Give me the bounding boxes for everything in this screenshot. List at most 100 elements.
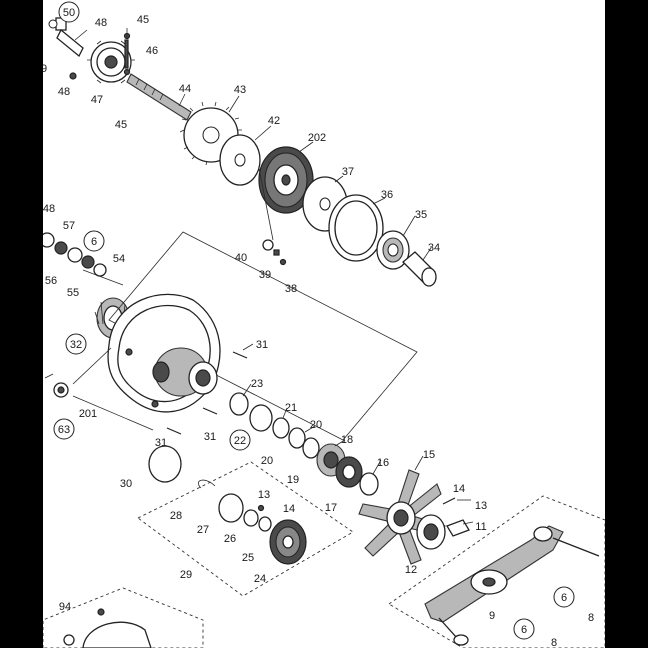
part-13-pin [257, 504, 265, 512]
part-label: 6 [521, 624, 527, 636]
part-21-washer [272, 417, 290, 439]
part-label: 14 [453, 483, 465, 495]
part-14-screw [442, 497, 456, 505]
part-39-screw [273, 249, 280, 256]
part-57-washer [54, 241, 68, 255]
part-label: 6 [561, 592, 567, 604]
part-label: 9 [489, 610, 495, 622]
part-label: 25 [242, 552, 254, 564]
part-label: 201 [79, 408, 97, 420]
part-label: 45 [115, 119, 127, 131]
part-label: 39 [259, 269, 271, 281]
part-label: 27 [197, 524, 209, 536]
callout-circle [65, 333, 87, 355]
part-label: 40 [235, 252, 247, 264]
part-label: 13 [475, 500, 487, 512]
callout-circles [53, 1, 575, 640]
part-label: 48 [43, 203, 55, 215]
side-plate-group [107, 293, 248, 435]
callout-circle [53, 418, 75, 440]
part-label: 44 [179, 83, 191, 95]
part-label: 50 [63, 7, 75, 19]
part-label: 19 [287, 474, 299, 486]
callout-circle [553, 586, 575, 608]
part-label: 6 [91, 236, 97, 248]
part-48-screw [69, 72, 77, 80]
part-38-pin [279, 258, 287, 266]
part-label: 15 [423, 449, 435, 461]
part-16-washer [359, 472, 379, 496]
part-27-ring [218, 493, 244, 523]
left-small-parts [43, 232, 130, 339]
part-lever [56, 28, 84, 58]
part-23-washer [229, 392, 249, 416]
part-label: 23 [251, 378, 263, 390]
part-label: 32 [70, 339, 82, 351]
part-44-shaft [126, 73, 192, 121]
part-label: 14 [283, 503, 295, 515]
part-20-washer [288, 427, 306, 449]
star-drag-group [358, 469, 470, 565]
part-label: 8 [588, 612, 594, 624]
part-label: 11 [475, 521, 486, 533]
callout-circle [229, 429, 251, 451]
part-label: 63 [58, 424, 70, 436]
part-label: 17 [325, 502, 337, 514]
part-31-screw [232, 351, 248, 359]
part-label: 22 [234, 435, 246, 447]
diagram-canvas: 50 48 45 46 9 48 47 45 44 43 42 202 37 3… [43, 1, 605, 648]
part-label: 42 [268, 115, 280, 127]
part-22-seal [249, 404, 273, 432]
part-label: 46 [146, 45, 158, 57]
handle-dashed-box [388, 495, 605, 648]
part-94-screw [97, 608, 105, 616]
part-label: 29 [180, 569, 192, 581]
dashed-group-parts [148, 445, 307, 565]
part-label: 37 [342, 166, 354, 178]
part-labels: 50 48 45 46 9 48 47 45 44 43 42 202 37 3… [43, 7, 594, 648]
part-label: 43 [234, 84, 246, 96]
part-label: 57 [63, 220, 75, 232]
part-40-clip [262, 239, 274, 251]
leader-lines [74, 28, 474, 525]
part-label: 31 [204, 431, 216, 443]
part-label: 48 [58, 86, 70, 98]
part-label: 24 [254, 573, 266, 585]
part-label: 35 [415, 209, 427, 221]
part-label: 56 [45, 275, 57, 287]
part-label: 31 [155, 437, 167, 449]
part-label: 13 [258, 489, 270, 501]
part-label: 47 [91, 94, 103, 106]
part-28-spring [198, 479, 216, 489]
part-label: 18 [341, 434, 353, 446]
part-label: 36 [381, 189, 393, 201]
part-label: 45 [137, 14, 149, 26]
part-label: 30 [120, 478, 132, 490]
part-label: 94 [59, 601, 71, 613]
part-30-ring [148, 445, 182, 483]
handle-group [424, 525, 600, 646]
side-plate-frame [108, 231, 418, 441]
part-label: 34 [428, 242, 440, 254]
gear-row-group [179, 101, 437, 287]
part-label: 55 [67, 287, 79, 299]
top-shaft-group [48, 17, 192, 121]
part-label: 26 [224, 533, 236, 545]
part-25-washer [258, 516, 272, 532]
callout-circle [513, 618, 535, 640]
callout-circle [83, 230, 105, 252]
exploded-parts-diagram: 50 48 45 46 9 48 47 45 44 43 42 202 37 3… [43, 0, 605, 648]
part-label: 16 [377, 457, 389, 469]
left-parts-lower [44, 347, 154, 431]
callout-circle [58, 1, 80, 23]
part-label: 202 [308, 132, 326, 144]
dashed-group-box [137, 461, 354, 597]
part-label: 20 [261, 455, 273, 467]
part-54-spring [93, 263, 107, 277]
bottom-left-fragment [63, 608, 152, 648]
part-label: 38 [285, 283, 297, 295]
clutch-stack [229, 392, 379, 496]
part-label: 54 [113, 253, 125, 265]
part-label: 48 [95, 17, 107, 29]
part-label: 8 [551, 637, 557, 648]
